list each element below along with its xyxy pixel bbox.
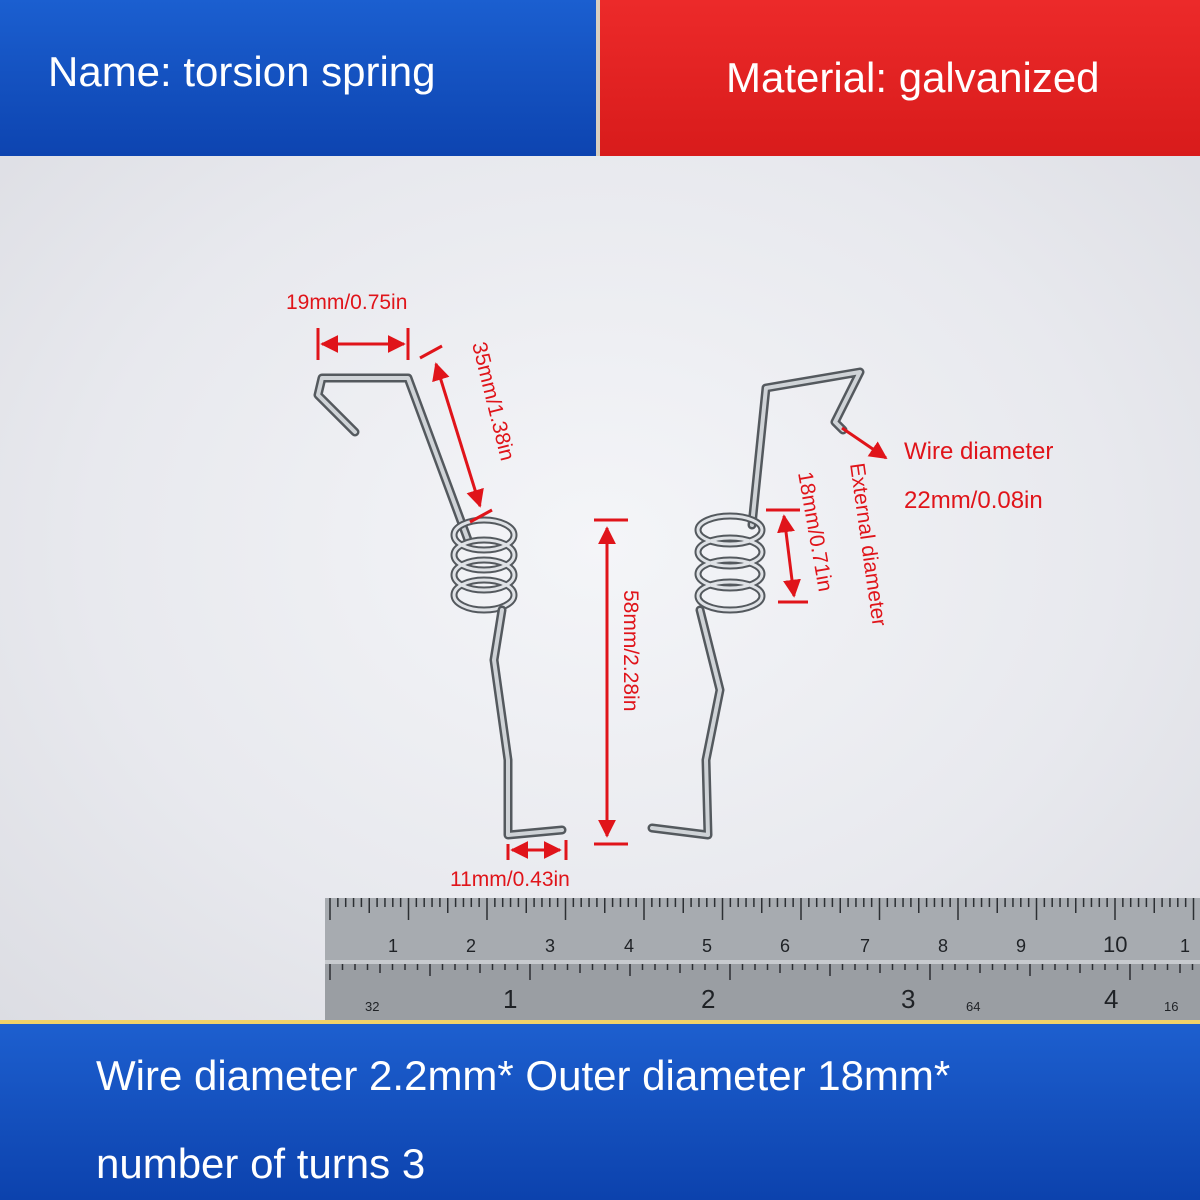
- external-diameter-value-label: 18mm/0.71in: [793, 470, 837, 594]
- material-text: Material: galvanized: [726, 54, 1100, 101]
- total-height-label: 58mm/2.28in: [619, 590, 642, 711]
- material-banner: Material: galvanized: [600, 0, 1200, 156]
- name-text: Name: torsion spring: [48, 48, 436, 95]
- leg-width-label: 19mm/0.75in: [286, 291, 407, 314]
- left-spring: [313, 373, 567, 840]
- ruler-cm-2: 2: [466, 936, 476, 956]
- ruler-small-16: 16: [1164, 999, 1178, 1014]
- ruler-cm-10: 10: [1103, 932, 1127, 957]
- annotation-lines: [316, 328, 888, 860]
- arm-length-label: 35mm/1.38in: [467, 340, 519, 463]
- ruler-small-64: 64: [966, 999, 980, 1014]
- spec-line-1: Wire diameter 2.2mm* Outer diameter 18mm…: [96, 1052, 951, 1099]
- ruler-cm-3: 3: [545, 936, 555, 956]
- ruler-cm-11: 1: [1180, 936, 1190, 956]
- spec-line-2: number of turns 3: [96, 1140, 426, 1187]
- right-spring: [647, 367, 865, 840]
- wire-diameter-label: Wire diameter: [904, 438, 1053, 465]
- ruler-cm-7: 7: [860, 936, 870, 956]
- ruler-small-32: 32: [365, 999, 379, 1014]
- ruler-cm-4: 4: [624, 936, 634, 956]
- ruler-cm-6: 6: [780, 936, 790, 956]
- external-diameter-label: External diameter: [845, 461, 891, 627]
- banner-divider: [596, 0, 600, 156]
- ruler-in-2: 2: [701, 984, 715, 1014]
- steel-ruler: 1 2 3 4 5 6 7 8 9 10 1 32 1 2 3 64 4 16: [325, 898, 1200, 1020]
- photo-drawing: 19mm/0.75in 35mm/1.38in 58mm/2.28in 11mm…: [286, 291, 1200, 1020]
- ruler-in-4: 4: [1104, 984, 1118, 1014]
- wire-diameter-value: 22mm/0.08in: [904, 487, 1043, 514]
- ruler-in-3: 3: [901, 984, 915, 1014]
- ruler-cm-1: 1: [388, 936, 398, 956]
- product-photo: 19mm/0.75in 35mm/1.38in 58mm/2.28in 11mm…: [0, 156, 1200, 1020]
- foot-length-label: 11mm/0.43in: [450, 868, 570, 891]
- spec-bar: Wire diameter 2.2mm* Outer diameter 18mm…: [0, 1020, 1200, 1200]
- ruler-in-1: 1: [503, 984, 517, 1014]
- ruler-cm-9: 9: [1016, 936, 1026, 956]
- name-banner: Name: torsion spring: [0, 0, 596, 156]
- ruler-cm-5: 5: [702, 936, 712, 956]
- ruler-cm-8: 8: [938, 936, 948, 956]
